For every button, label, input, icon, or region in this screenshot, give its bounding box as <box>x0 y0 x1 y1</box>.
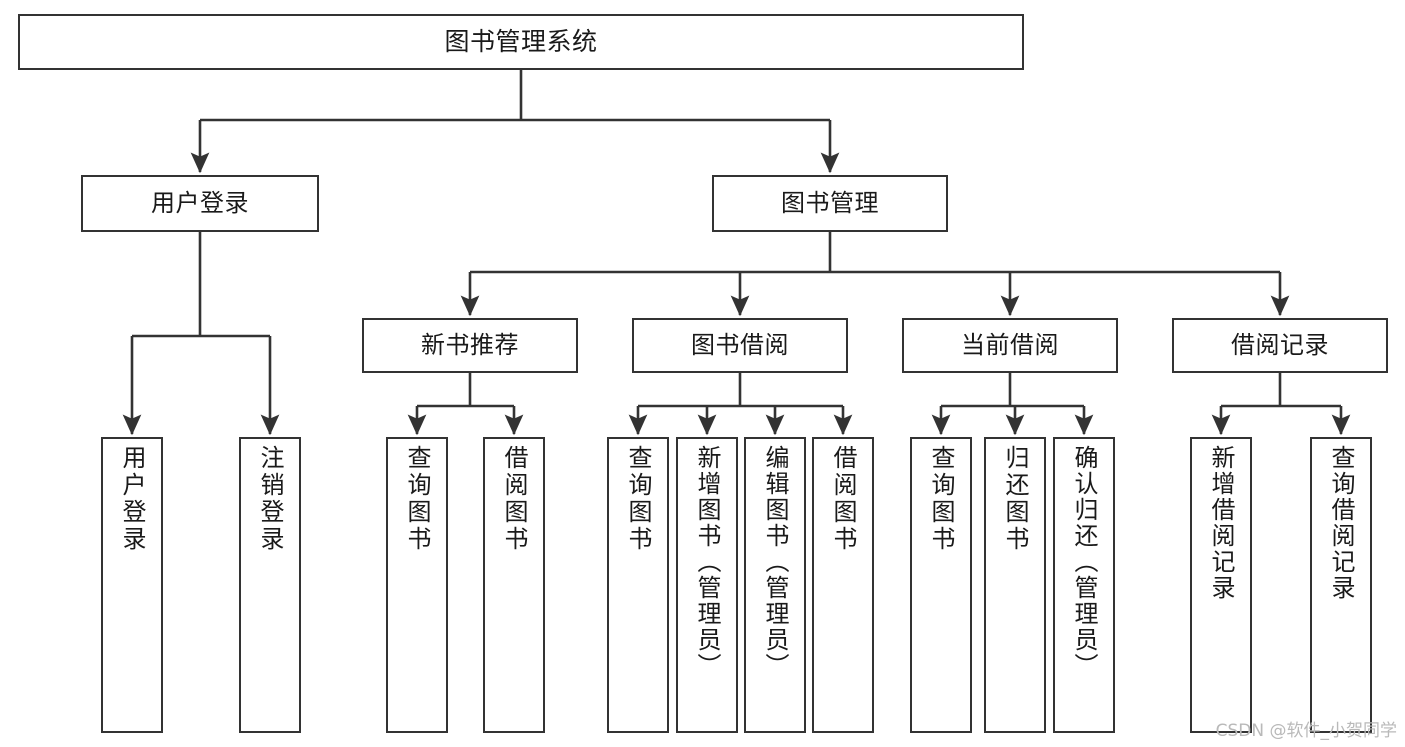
node-label: 当前借阅 <box>961 331 1059 360</box>
node-label: 新书推荐 <box>421 331 519 360</box>
node-current-borrow[interactable]: 当前借阅 <box>902 318 1118 373</box>
node-label: 确认归还（管理员） <box>1070 445 1098 679</box>
node-label: 查询图书 <box>624 445 652 553</box>
node-label: 查询图书 <box>403 445 431 553</box>
node-label: 借阅图书 <box>829 445 857 553</box>
leaf-add-book-admin[interactable]: 新增图书（管理员） <box>676 437 738 733</box>
leaf-query-book-borrow[interactable]: 查询图书 <box>607 437 669 733</box>
leaf-query-book-new[interactable]: 查询图书 <box>386 437 448 733</box>
node-borrow-records[interactable]: 借阅记录 <box>1172 318 1388 373</box>
node-label: 借阅记录 <box>1231 331 1329 360</box>
node-label: 查询借阅记录 <box>1327 445 1355 601</box>
node-label: 用户登录 <box>151 189 249 218</box>
node-label: 编辑图书（管理员） <box>761 445 789 679</box>
node-label: 图书管理系统 <box>444 27 598 57</box>
leaf-add-borrow-record[interactable]: 新增借阅记录 <box>1190 437 1252 733</box>
leaf-borrow-book-new[interactable]: 借阅图书 <box>483 437 545 733</box>
leaf-query-book-current[interactable]: 查询图书 <box>910 437 972 733</box>
leaf-return-book[interactable]: 归还图书 <box>984 437 1046 733</box>
node-user-login[interactable]: 用户登录 <box>81 175 319 232</box>
leaf-query-borrow-record[interactable]: 查询借阅记录 <box>1310 437 1372 733</box>
node-label: 新增图书（管理员） <box>693 445 721 679</box>
leaf-confirm-return-admin[interactable]: 确认归还（管理员） <box>1053 437 1115 733</box>
node-label: 图书管理 <box>781 189 879 218</box>
node-book-management[interactable]: 图书管理 <box>712 175 948 232</box>
leaf-user-login[interactable]: 用户登录 <box>101 437 163 733</box>
node-label: 查询图书 <box>927 445 955 553</box>
leaf-edit-book-admin[interactable]: 编辑图书（管理员） <box>744 437 806 733</box>
node-book-borrow[interactable]: 图书借阅 <box>632 318 848 373</box>
node-root[interactable]: 图书管理系统 <box>18 14 1024 70</box>
node-label: 用户登录 <box>118 445 146 553</box>
watermark: CSDN @软件_小贺同学 <box>1215 721 1397 741</box>
node-label: 借阅图书 <box>500 445 528 553</box>
node-label: 注销登录 <box>256 445 284 553</box>
leaf-borrow-book[interactable]: 借阅图书 <box>812 437 874 733</box>
node-label: 归还图书 <box>1001 445 1029 553</box>
leaf-logout[interactable]: 注销登录 <box>239 437 301 733</box>
node-label: 新增借阅记录 <box>1207 445 1235 601</box>
node-new-book-recommend[interactable]: 新书推荐 <box>362 318 578 373</box>
node-label: 图书借阅 <box>691 331 789 360</box>
